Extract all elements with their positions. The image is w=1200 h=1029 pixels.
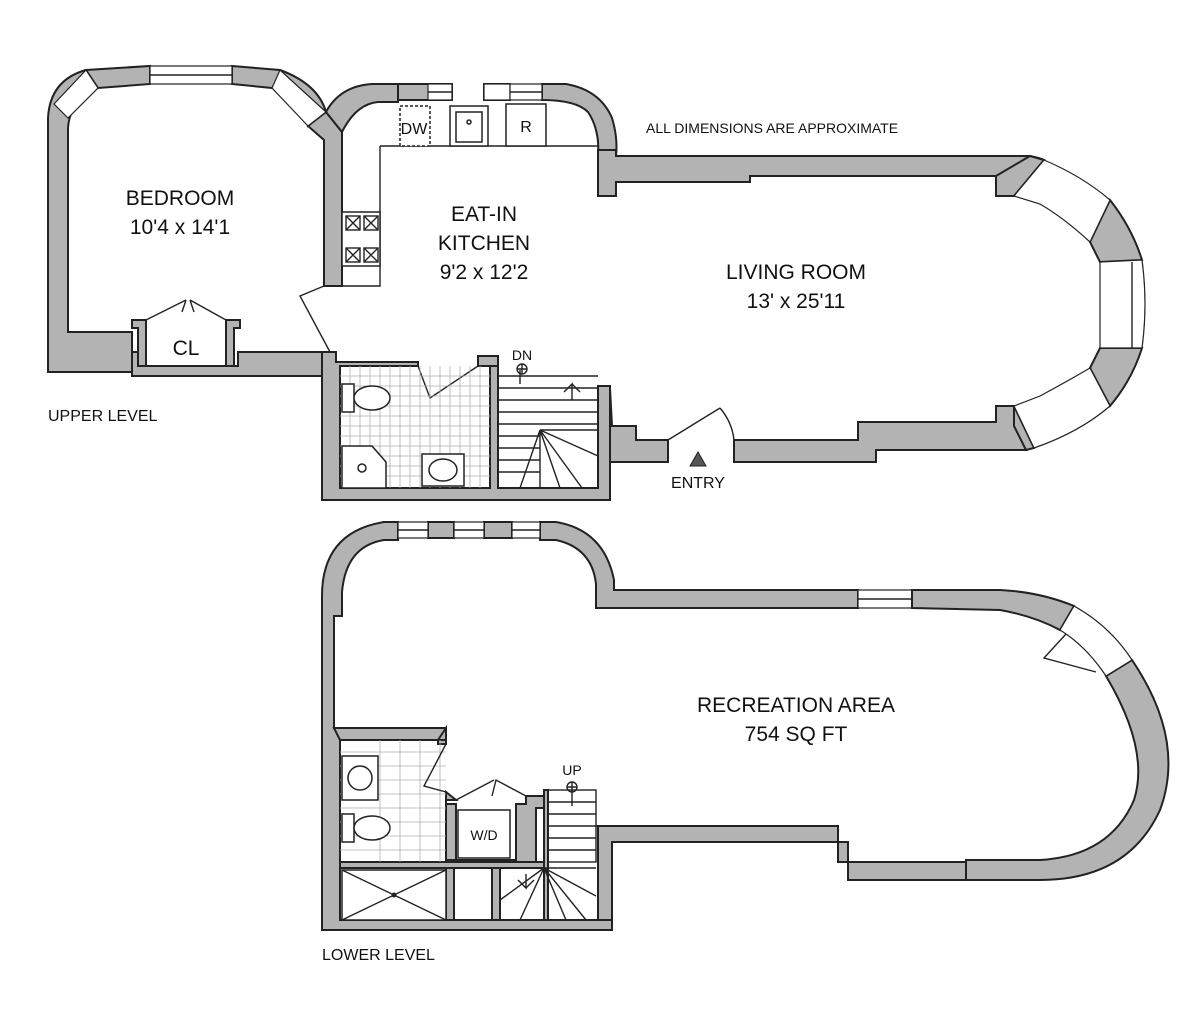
living-room-name: LIVING ROOM (726, 261, 866, 284)
lower-level-plan (321, 521, 1170, 931)
washer-dryer (457, 809, 511, 859)
lower-bath-door (422, 743, 447, 793)
refrigerator-label: R (520, 119, 532, 136)
lower-level-label: LOWER LEVEL (322, 947, 435, 964)
living-bottom-wall (733, 405, 1028, 463)
lower-stair (499, 781, 597, 921)
bedroom-windows (53, 65, 327, 127)
lower-bath-walls (332, 724, 447, 745)
bath-top-right (477, 355, 499, 367)
toilet (341, 383, 355, 413)
bedroom-door (299, 285, 331, 353)
closet-doors (145, 299, 227, 321)
entry-label: ENTRY (671, 475, 725, 492)
living-room-dims: 13' x 25'11 (747, 290, 846, 313)
closet-label: CL (173, 337, 200, 360)
bedroom-wall (47, 68, 133, 373)
lower-arc-wall (965, 658, 1170, 881)
lower-toilet (341, 813, 355, 843)
bedroom-kitchen-wall (306, 110, 343, 287)
recreation-name: RECREATION AREA (697, 694, 895, 717)
laundry-doors (455, 778, 527, 801)
kitchen-wall-left-top (324, 83, 399, 134)
dishwasher (399, 105, 431, 147)
kitchen-windows (427, 83, 543, 101)
lower-bath-fixtures (341, 755, 511, 921)
lower-bottom-right-wall (596, 825, 967, 921)
entry-wall (609, 387, 669, 463)
stair-up-label: UP (562, 762, 581, 778)
washer-dryer-label: W/D (470, 827, 497, 843)
recreation-dims: 754 SQ FT (745, 723, 848, 746)
kitchen-dims: 9'2 x 12'2 (440, 261, 529, 284)
bay-wall-upper (995, 154, 1046, 197)
bedroom-dims: 10'4 x 14'1 (130, 216, 230, 239)
bath-tiles (340, 366, 490, 488)
entry-arrow-icon (689, 450, 707, 467)
refrigerator (505, 103, 547, 147)
lower-curve-wall (911, 589, 1076, 632)
dishwasher-label: DW (401, 121, 429, 138)
stair-down-label: DN (512, 347, 532, 363)
living-top-wall (597, 149, 1046, 197)
approximate-note: ALL DIMENSIONS ARE APPROXIMATE (646, 120, 898, 136)
upper-level-label: UPPER LEVEL (48, 408, 157, 425)
lower-curve-door (1042, 605, 1133, 677)
lower-top-wall (427, 521, 859, 609)
kitchen-name-line1: EAT-IN (451, 203, 517, 226)
kitchen-counter (341, 103, 598, 287)
lower-left-wall (321, 521, 613, 931)
lower-top-windows (397, 521, 913, 609)
entry-door (667, 407, 735, 441)
bath-fixtures (341, 383, 465, 489)
upper-level-plan (47, 64, 1146, 501)
kitchen-name-line2: KITCHEN (438, 232, 530, 255)
lower-bath-tiles (340, 740, 446, 862)
bay-windows (1012, 159, 1146, 449)
bedroom-name: BEDROOM (126, 187, 235, 210)
upper-stair (498, 363, 599, 489)
closet-wall-right (225, 319, 241, 367)
bath-door (417, 365, 479, 400)
